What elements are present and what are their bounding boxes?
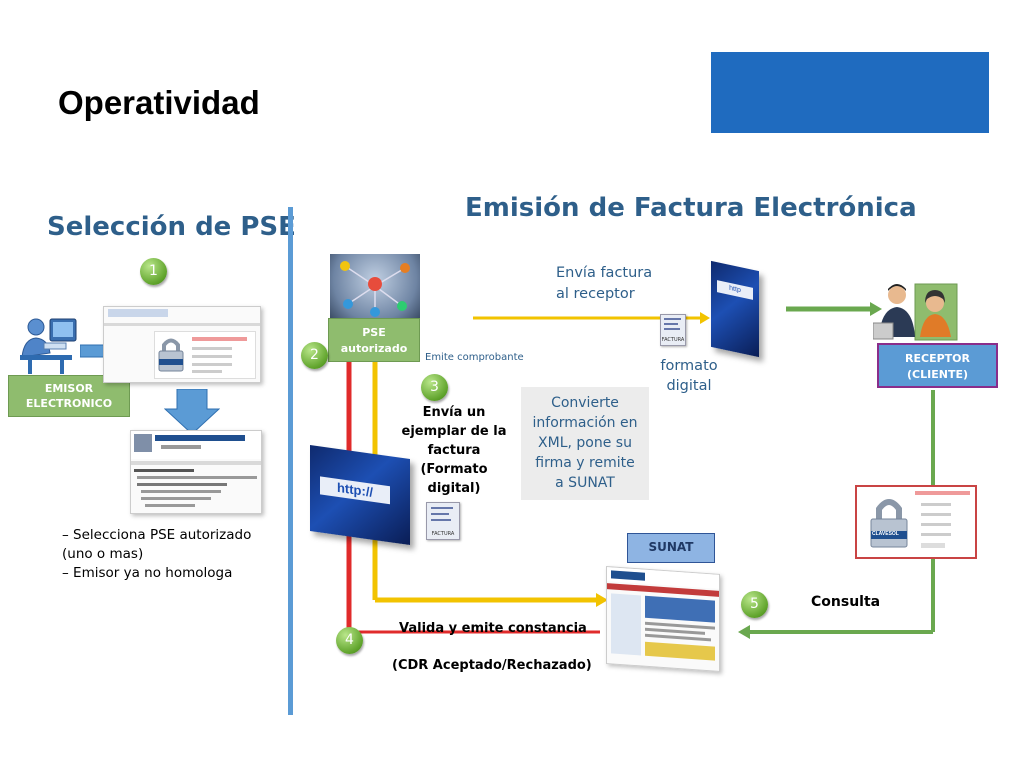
envia-factura-label: Envía factura al receptor (556, 263, 652, 305)
formato-digital-line2: digital (666, 378, 712, 394)
factura-icon-label-2: FACTURA (431, 531, 455, 537)
envia-ejemplar-line4: (Formato (420, 462, 488, 477)
padlock-icon (158, 338, 184, 372)
envia-factura-line1: Envía factura (556, 265, 653, 281)
clave-sol-login-screenshot (103, 306, 261, 383)
emisor-label-line2: ELECTRONICO (25, 397, 113, 410)
sunat-operaciones-screenshot (130, 430, 262, 514)
browser-http-icon-emisor: http:// (310, 444, 410, 546)
pse-label-line2: autorizado (340, 342, 408, 355)
pse-autorizado-box: PSE autorizado (328, 318, 420, 362)
step-2-badge: 2 (301, 342, 328, 369)
envia-ejemplar-line2: ejemplar de la (401, 424, 507, 439)
step-5-badge: 5 (741, 591, 768, 618)
pse-network-image (330, 254, 420, 318)
slide-title: Operatividad (58, 84, 260, 121)
receptor-people-icon (873, 283, 958, 341)
emite-comprobante-label: Emite comprobante (425, 352, 524, 363)
convierte-line4: firma y remite (535, 455, 635, 471)
cdr-label: (CDR Aceptado/Rechazado) (392, 658, 592, 673)
title-accent-block (711, 52, 989, 133)
envia-ejemplar-label: Envía un ejemplar de la factura (Formato… (400, 403, 508, 498)
receptor-label-line1: RECEPTOR (905, 352, 970, 365)
clave-sol-screenshot-receptor: CLAVESOL (855, 485, 977, 559)
emisor-label-line1: EMISOR (44, 382, 94, 395)
sunat-box: SUNAT (627, 533, 715, 563)
section-divider (288, 207, 293, 715)
network-icon (340, 261, 410, 317)
emisor-computer-icon (20, 318, 77, 374)
consulta-label: Consulta (811, 594, 881, 610)
receptor-cliente-box: RECEPTOR (CLIENTE) (877, 343, 998, 388)
valida-label: Valida y emite constancia (399, 621, 587, 636)
browser-http-icon-receptor: http (711, 260, 759, 358)
factura-document-icon-2: FACTURA (426, 502, 460, 540)
formato-digital-line1: formato (660, 358, 718, 374)
receptor-label-line2: (CLIENTE) (907, 368, 968, 381)
right-heading: Emisión de Factura Electrónica (465, 193, 917, 223)
bullet-line-3: – Emisor ya no homologa (62, 565, 233, 581)
step-3-badge: 3 (421, 374, 448, 401)
clavesol-label: CLAVESOL (872, 531, 899, 537)
convierte-line3: XML, pone su (538, 435, 632, 451)
envia-factura-line2: al receptor (556, 286, 635, 302)
sunat-website-screenshot (606, 566, 720, 672)
pse-label-line1: PSE (362, 326, 386, 339)
convierte-info-box: Convierte información en XML, pone su fi… (521, 387, 649, 500)
envia-ejemplar-line3: factura (427, 443, 481, 458)
convierte-line1: Convierte (551, 395, 619, 411)
envia-ejemplar-line1: Envía un (422, 405, 486, 420)
bullet-line-2: (uno o mas) (62, 546, 144, 562)
left-heading: Selección de PSE (47, 212, 296, 242)
left-bullets: – Selecciona PSE autorizado (uno o mas) … (62, 526, 251, 583)
step-4-badge: 4 (336, 627, 363, 654)
factura-icon-label: FACTURA (661, 337, 685, 343)
factura-document-icon: FACTURA (660, 314, 686, 346)
convierte-line2: información en (532, 415, 638, 431)
convierte-line5: a SUNAT (555, 475, 615, 491)
envia-ejemplar-line5: digital) (427, 481, 481, 496)
step-1-badge: 1 (140, 258, 167, 285)
bullet-line-1: – Selecciona PSE autorizado (62, 527, 252, 543)
formato-digital-label: formato digital (660, 356, 718, 396)
padlock-icon-2 (870, 499, 908, 548)
arrow-down-icon (164, 389, 220, 435)
